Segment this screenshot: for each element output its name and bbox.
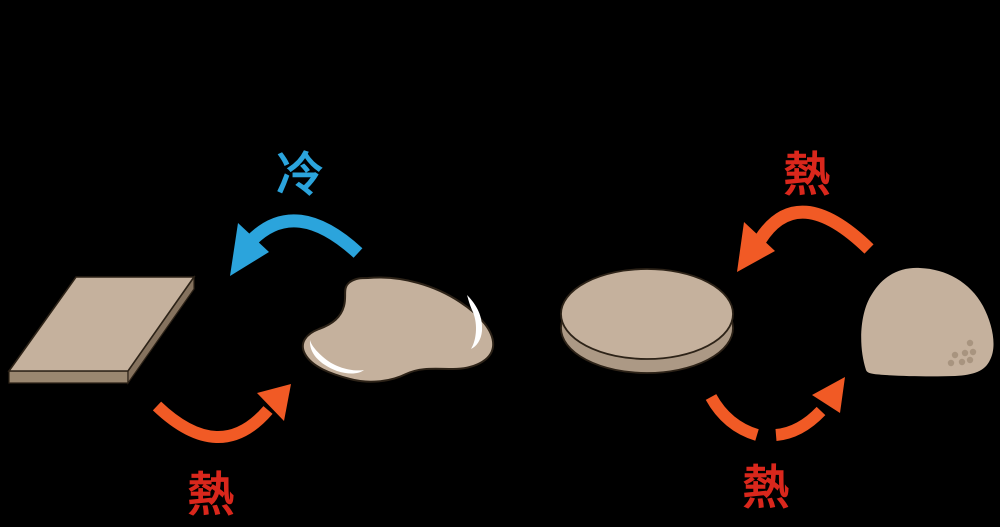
heat-arrow-right-top-head	[737, 222, 775, 272]
heat-arrow-right-bottom-seg2	[775, 406, 826, 441]
heat-arrow-left-head	[257, 384, 291, 421]
heat-arrow-right-top-arc	[754, 205, 874, 254]
heat-arrow-right-top	[737, 205, 874, 272]
heat-arrow-right-bottom	[705, 377, 845, 441]
blob-highlight-left	[309, 340, 364, 374]
cool-arrow-arc	[247, 214, 363, 258]
melted-blob	[301, 276, 495, 383]
heat-label-left: 熱	[188, 468, 235, 523]
heat-arrow-right-bottom-seg1	[705, 393, 759, 441]
material-disc	[560, 268, 734, 374]
solid-sheet	[7, 275, 196, 385]
heat-label-right-top: 熱	[784, 148, 831, 203]
hardened-lump	[861, 267, 994, 377]
blob-body	[301, 276, 495, 383]
cool-arrow	[230, 214, 363, 276]
sheet-front-face	[8, 370, 129, 384]
disc-top	[560, 268, 734, 360]
heat-arrow-right-bottom-head	[812, 377, 845, 413]
heat-arrow-left	[152, 384, 291, 443]
heat-label-right-bottom: 熱	[743, 461, 790, 516]
sheet-top-face	[7, 276, 196, 372]
cool-label: 冷	[277, 148, 324, 203]
lump-speckles	[947, 339, 977, 367]
lump-body	[861, 267, 994, 377]
cool-arrow-head	[230, 223, 269, 276]
heat-arrow-left-arc	[152, 401, 273, 443]
blob-highlight-right	[467, 295, 483, 349]
